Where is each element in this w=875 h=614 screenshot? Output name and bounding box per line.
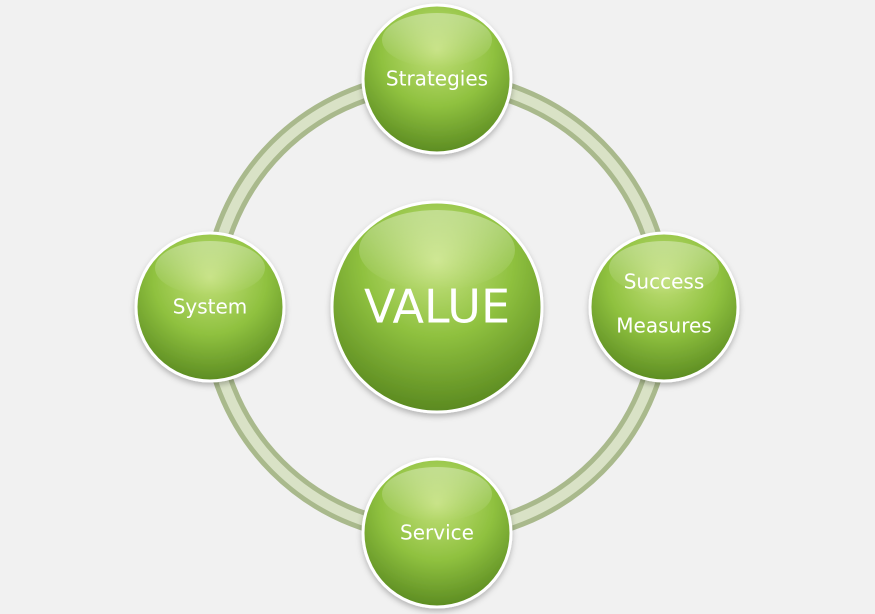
right-node-label-line2: Measures [616, 314, 711, 338]
top-node [361, 3, 513, 155]
center-node-label: VALUE [364, 280, 510, 334]
center-node [330, 200, 544, 414]
right-node-label-line1: Success [624, 270, 705, 294]
left-node [134, 231, 286, 383]
right-node [588, 231, 740, 383]
bottom-node [361, 457, 513, 609]
top-node-label: Strategies [386, 67, 488, 91]
left-node-label: System [173, 295, 248, 319]
bottom-node-label: Service [400, 521, 474, 545]
